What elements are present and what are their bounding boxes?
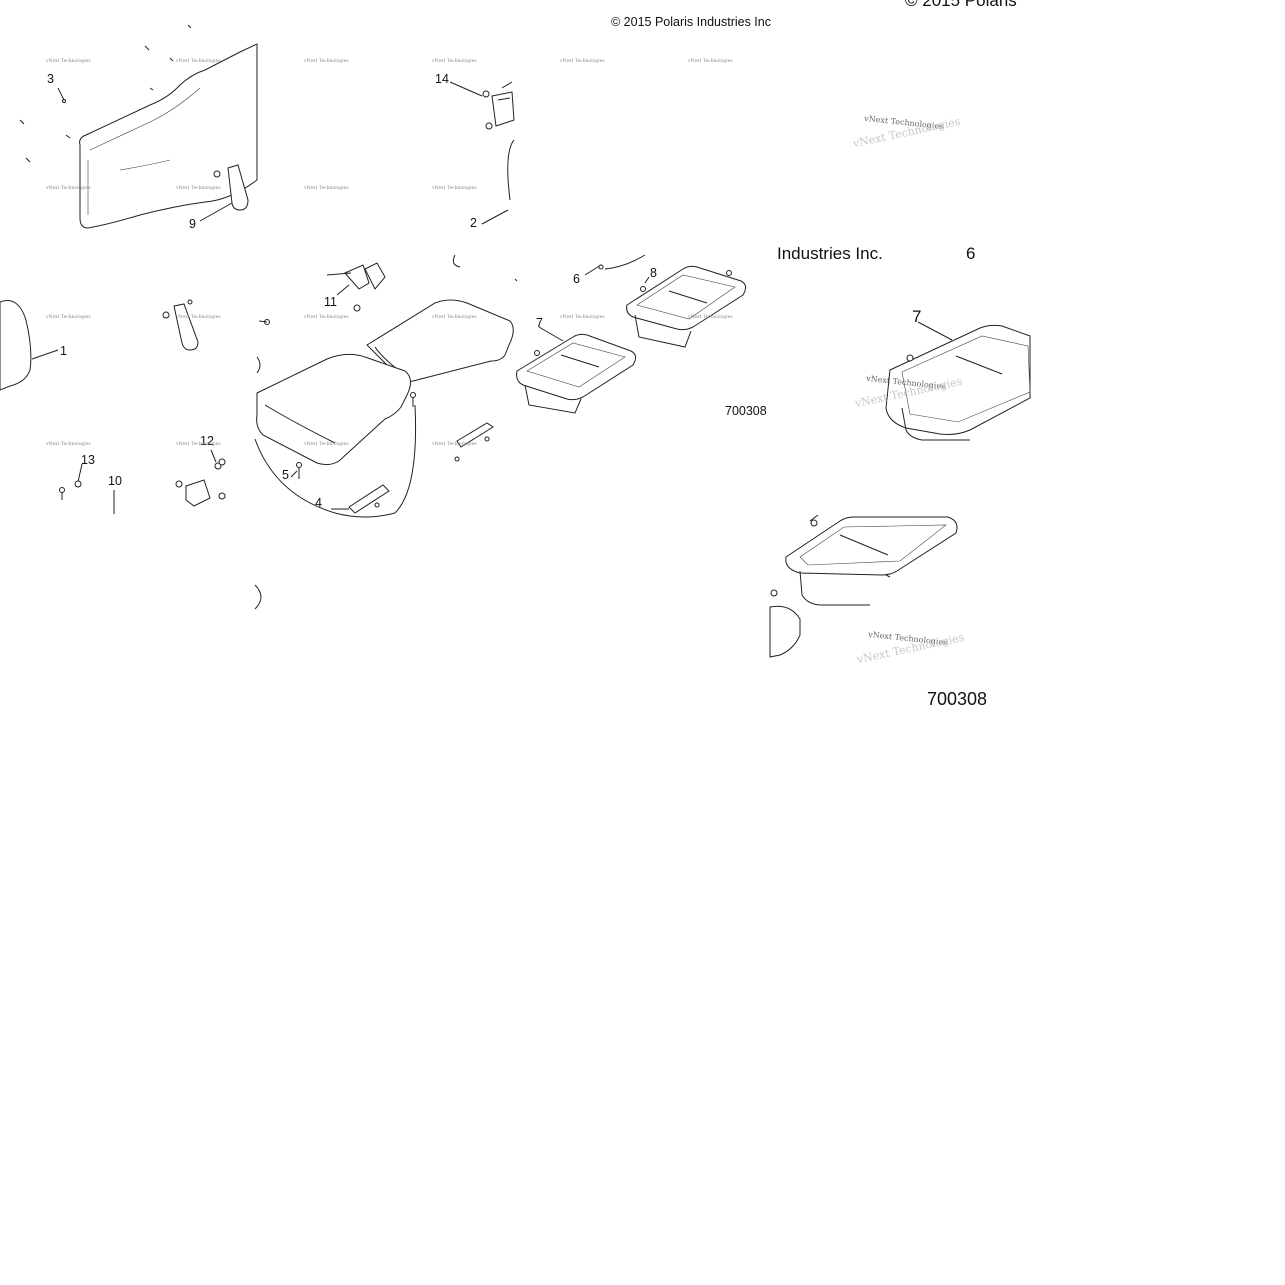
callout-5: 5	[282, 468, 289, 482]
callout-8: 8	[650, 266, 657, 280]
watermark: vNext Technologies	[176, 59, 221, 64]
copyright-text: © 2015 Polaris Industries Inc	[611, 15, 771, 29]
watermark: vNext Technologies	[176, 186, 221, 191]
callout-13: 13	[81, 453, 95, 467]
seat-back-drawing	[19, 24, 258, 229]
storage-bin-drawing	[514, 254, 747, 414]
watermark: vNext Technologies	[304, 442, 349, 447]
callout-2: 2	[470, 216, 477, 230]
watermark: vNext Technologies	[688, 315, 733, 320]
watermark: vNext Technologies	[176, 442, 221, 447]
watermark: vNext Technologies	[304, 315, 349, 320]
seat-back-side-drawing	[0, 299, 226, 514]
watermark: vNext Technologies	[560, 59, 605, 64]
diagram-code: 700308	[725, 404, 767, 418]
watermark: vNext Technologies	[46, 442, 91, 447]
storage-bin-zoomed-drawing	[885, 321, 1031, 441]
watermark: vNext Technologies	[304, 186, 349, 191]
callout-7: 7	[536, 316, 543, 330]
callout-9: 9	[189, 217, 196, 231]
watermark: vNext Technologies	[46, 186, 91, 191]
watermark: vNext Technologies	[46, 315, 91, 320]
callout-6: 6	[573, 272, 580, 286]
diagram-code-zoomed: 700308	[927, 689, 988, 709]
callout-10: 10	[108, 474, 122, 488]
watermark: vNext Technologies	[432, 442, 477, 447]
storage-bins-lower-drawing	[769, 514, 958, 658]
callout-1: 1	[60, 344, 67, 358]
watermark: vNext Technologies	[304, 59, 349, 64]
callout-6-cropped: 6	[966, 244, 976, 263]
watermark: vNext Technologies	[432, 59, 477, 64]
callout-3: 3	[47, 72, 54, 86]
watermark: vNext Technologies	[688, 59, 733, 64]
watermark: vNext Technologies	[432, 315, 477, 320]
seat-cushion-drawing	[254, 254, 514, 610]
watermark: vNext Technologies	[432, 186, 477, 191]
watermark: vNext Technologies	[46, 59, 91, 64]
watermark: vNext Technologies	[560, 315, 605, 320]
callout-11: 11	[324, 295, 337, 309]
callout-14: 14	[435, 72, 449, 86]
industries-text-cropped: Industries Inc.	[777, 244, 883, 263]
callout-12: 12	[200, 434, 214, 448]
latch-top-drawing	[449, 81, 515, 225]
copyright-text-cropped: © 2015 Polaris	[905, 0, 1017, 10]
callout-4: 4	[315, 496, 322, 510]
callout-7-zoomed: 7	[912, 307, 922, 326]
watermark: vNext Technologies	[176, 315, 221, 320]
